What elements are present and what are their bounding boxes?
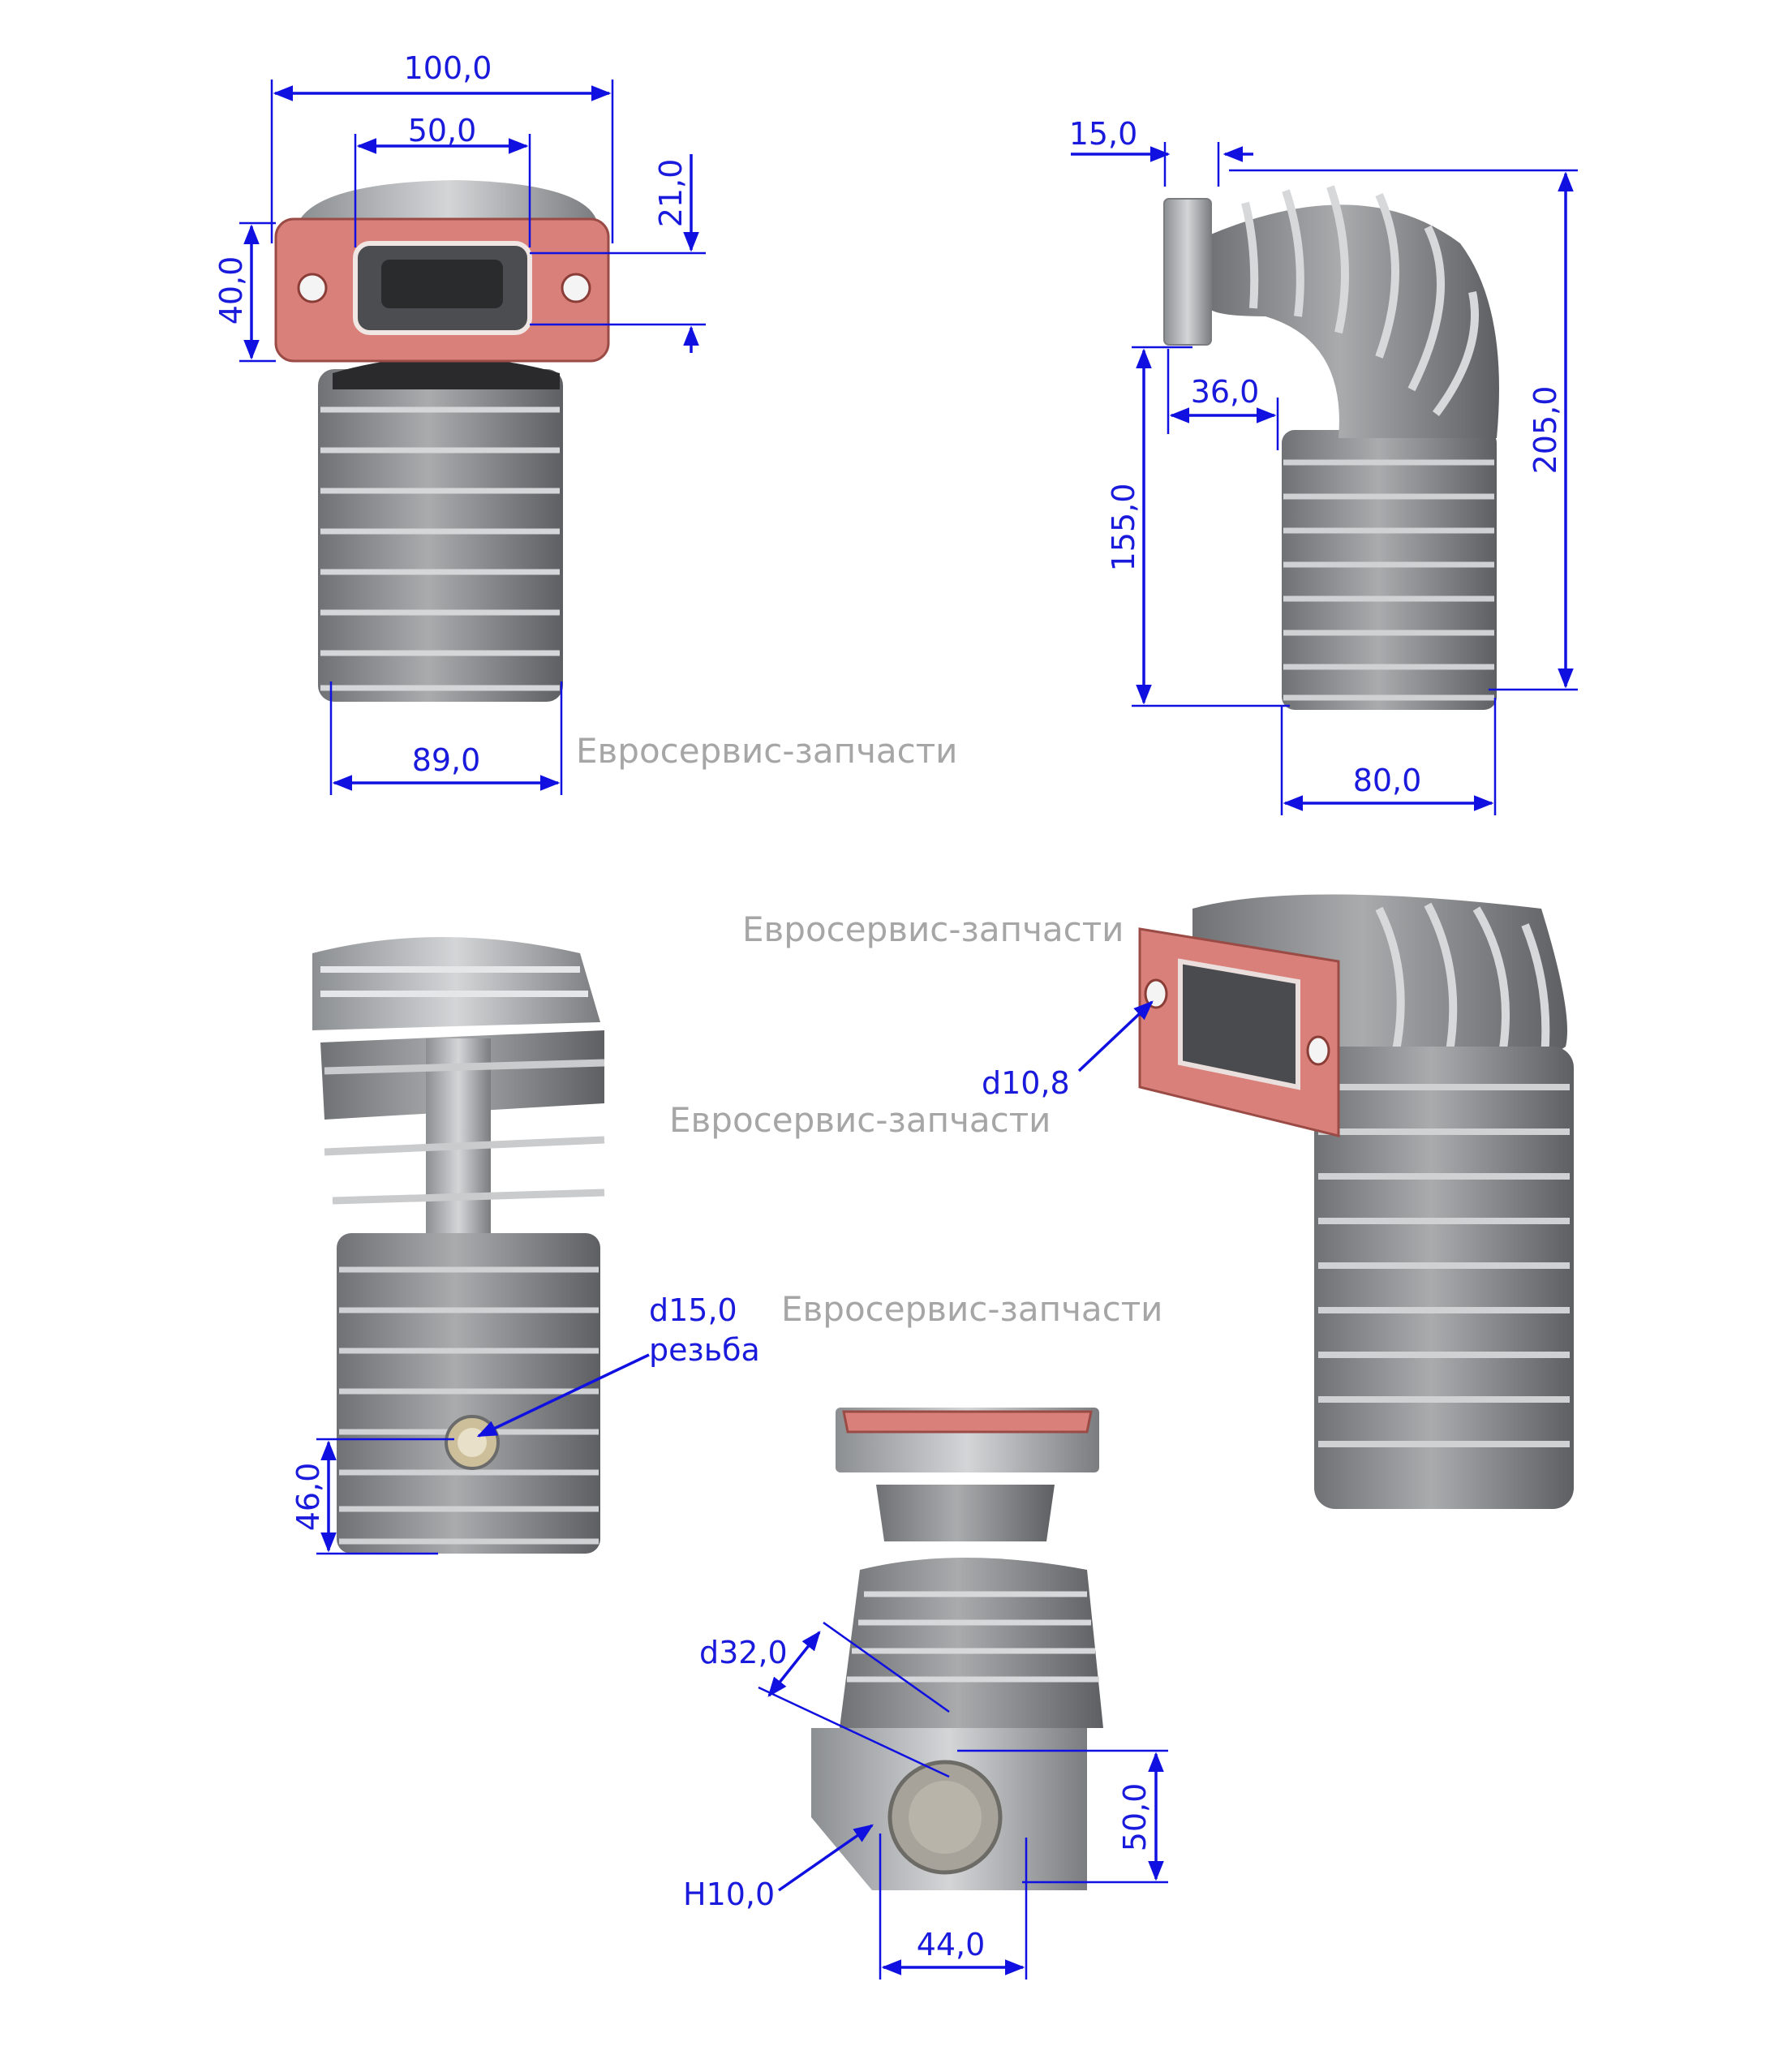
watermark-2: Евросервис-запчасти xyxy=(742,909,1124,949)
flange-view: d10,8 xyxy=(982,894,1574,1509)
dim-thread-label: резьба xyxy=(649,1332,760,1368)
dim-port-height: 21,0 xyxy=(653,159,689,228)
dim-base-width: 80,0 xyxy=(1353,763,1422,798)
dim-bolt-hole: d10,8 xyxy=(982,1065,1070,1101)
bottom-body xyxy=(811,1408,1103,1890)
side-view: 15,0 205,0 155,0 36,0 80,0 xyxy=(1069,116,1578,815)
dim-bore-dia: d32,0 xyxy=(699,1635,788,1670)
front-top-cap xyxy=(300,180,596,219)
dim-width: 44,0 xyxy=(917,1927,986,1962)
rear-cylinder xyxy=(337,1233,600,1554)
side-dimensions: 15,0 205,0 155,0 36,0 80,0 xyxy=(1069,116,1578,815)
bottom-dimensions: d32,0 H10,0 50,0 44,0 xyxy=(683,1621,1168,1980)
rear-dimensions: d15,0 резьба 46,0 xyxy=(290,1292,760,1555)
dim-total-height: 205,0 xyxy=(1528,386,1563,475)
dim-port-width: 50,0 xyxy=(408,113,477,148)
bottom-view: d32,0 H10,0 50,0 44,0 xyxy=(683,1408,1168,1980)
dim-flange-height: 40,0 xyxy=(213,256,249,325)
dim-outlet-height: 155,0 xyxy=(1106,484,1141,572)
rear-view: d15,0 резьба 46,0 xyxy=(290,937,760,1555)
flange-gasket xyxy=(1138,927,1340,1137)
rear-head xyxy=(312,937,605,1249)
dim-bore-line xyxy=(767,1631,821,1697)
watermark-3: Евросервис-запчасти xyxy=(669,1100,1051,1140)
dim-thread-dia: d15,0 xyxy=(649,1292,737,1328)
dim-height: 50,0 xyxy=(1117,1783,1153,1852)
side-body xyxy=(1163,185,1499,710)
dim-hole-height: 46,0 xyxy=(290,1463,326,1532)
dim-flange-depth: 36,0 xyxy=(1191,374,1260,410)
dim-hex-size: H10,0 xyxy=(683,1876,775,1912)
watermark-4: Евросервис-запчасти xyxy=(781,1289,1162,1329)
dim-flange-offset: 15,0 xyxy=(1069,116,1138,152)
dim-width-top: 100,0 xyxy=(404,50,492,86)
front-gasket xyxy=(274,217,610,363)
watermark-1: Евросервис-запчасти xyxy=(576,731,957,771)
flange-dimensions: d10,8 xyxy=(982,1000,1154,1101)
dim-width-bottom: 89,0 xyxy=(412,742,481,778)
front-dimensions: 100,0 50,0 21,0 40,0 89,0 xyxy=(213,50,706,795)
front-view: 100,0 50,0 21,0 40,0 89,0 Евросервис-зап… xyxy=(213,50,957,795)
front-cylinder-fins xyxy=(318,357,563,702)
